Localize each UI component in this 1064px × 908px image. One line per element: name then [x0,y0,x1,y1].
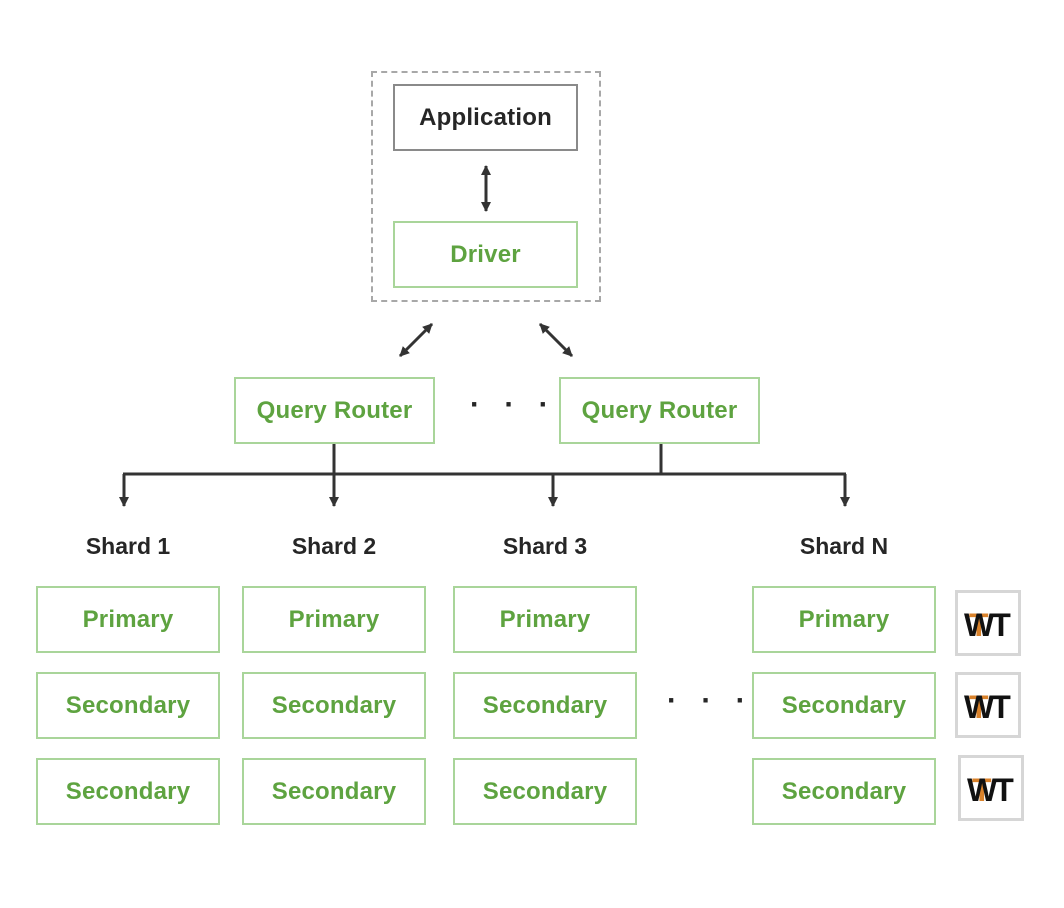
svg-text:T: T [972,772,992,806]
application-node: Application [393,84,578,151]
wiredtiger-logo-icon: T WT [955,672,1021,738]
svg-text:T: T [969,689,989,723]
shard-heading: Shard N [799,533,889,559]
svg-text:WT: WT [964,607,1011,641]
primary-node: Primary [242,586,426,653]
driver-router-arrow [538,322,574,358]
svg-text:WT: WT [964,689,1011,723]
shard-ellipsis: · · · [667,684,754,717]
shard-heading: Shard 2 [291,533,377,559]
secondary-node: Secondary [36,758,220,825]
secondary-node: Secondary [242,758,426,825]
router-ellipsis: · · · [470,388,557,421]
query-router-node: Query Router [234,377,435,444]
wiredtiger-logo-icon: T WT [958,755,1024,821]
wiredtiger-logo-icon: T WT [955,590,1021,656]
secondary-node: Secondary [242,672,426,739]
secondary-node: Secondary [752,672,936,739]
secondary-node: Secondary [752,758,936,825]
client-group [371,71,601,302]
svg-text:WT: WT [967,772,1014,806]
secondary-node: Secondary [453,758,637,825]
primary-node: Primary [752,586,936,653]
primary-node: Primary [453,586,637,653]
driver-node: Driver [393,221,578,288]
driver-router-arrow [398,322,434,358]
secondary-node: Secondary [453,672,637,739]
query-router-node: Query Router [559,377,760,444]
primary-node: Primary [36,586,220,653]
secondary-node: Secondary [36,672,220,739]
svg-text:T: T [969,607,989,641]
shard-heading: Shard 1 [85,533,171,559]
shard-heading: Shard 3 [502,533,588,559]
